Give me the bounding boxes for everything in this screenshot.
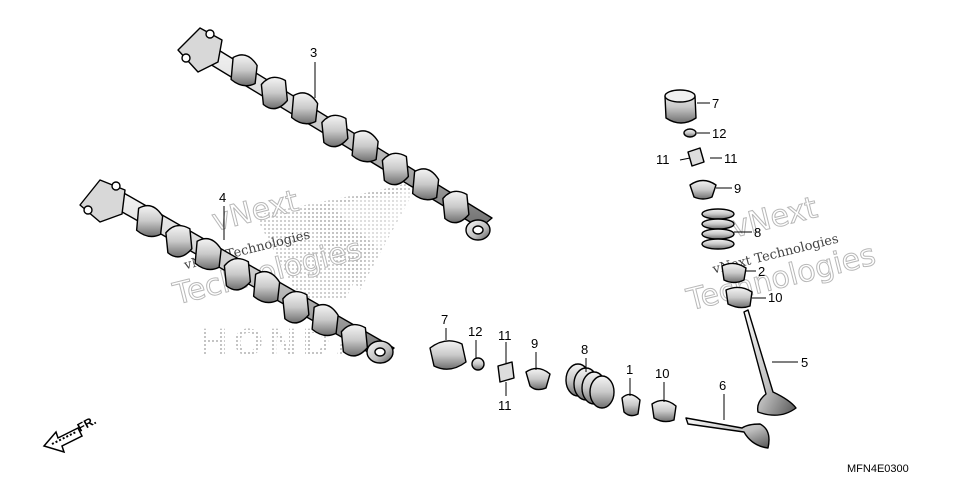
- cam-lobe-lower-5: [252, 270, 281, 304]
- cam-lobe-lower-2: [165, 224, 193, 258]
- callout-3: 3: [310, 45, 317, 60]
- callout-7-right: 7: [712, 96, 719, 111]
- callout-8-right: 8: [754, 225, 761, 240]
- cam-lobe-upper-8: [442, 190, 470, 224]
- cam-lobe-upper-2: [260, 76, 289, 110]
- spring-right: [701, 208, 735, 250]
- callout-6: 6: [719, 378, 726, 393]
- seat-right: [721, 262, 747, 284]
- cam-lobe-lower-8: [340, 323, 369, 357]
- cam-lobe-lower-1: [135, 204, 164, 238]
- front-direction-arrow: [42, 426, 84, 454]
- callout-2: 2: [758, 264, 765, 279]
- seat-lower: [621, 393, 641, 417]
- callout-9-right: 9: [734, 181, 741, 196]
- callout-10-right: 10: [768, 290, 782, 305]
- honda-wing-watermark: [255, 180, 420, 300]
- cam-lobe-upper-3: [290, 92, 319, 125]
- callout-11-lower-bottom: 11: [498, 398, 512, 413]
- spring-lower: [565, 363, 615, 409]
- callout-11-left: 11: [656, 152, 670, 167]
- shim-lower: [471, 357, 485, 371]
- cam-lobe-lower-6: [282, 290, 310, 324]
- callout-8-lower: 8: [581, 342, 588, 357]
- seal-lower: [651, 399, 677, 423]
- cam-lobe-upper-7: [411, 168, 440, 201]
- callout-9-lower: 9: [531, 336, 538, 351]
- cam-lobe-lower-4: [223, 257, 252, 291]
- tappet-lower: [429, 340, 467, 370]
- camshaft-upper: [177, 27, 493, 241]
- callout-11-lower-top: 11: [498, 328, 512, 343]
- valve-intake: [685, 417, 770, 449]
- cam-lobe-upper-6: [381, 152, 410, 186]
- callout-12-right: 12: [712, 126, 726, 141]
- callout-5: 5: [801, 355, 808, 370]
- cotter-right: [687, 147, 705, 167]
- cam-lobe-lower-3: [194, 237, 222, 271]
- callout-11-right: 11: [724, 151, 738, 166]
- watermark-vnext-right: vNext: [727, 190, 821, 245]
- cotter-lower: [497, 361, 515, 383]
- diagram-code: MFN4E0300: [847, 463, 909, 475]
- cam-lobe-upper-5: [351, 130, 379, 163]
- retainer-lower: [525, 367, 551, 391]
- cam-lobe-upper-4: [321, 114, 349, 148]
- retainer-right: [689, 179, 717, 200]
- valve-parts-lower: [429, 340, 770, 449]
- valve-assembly-right: [664, 89, 797, 416]
- leader-lines: [223, 62, 798, 420]
- callout-4: 4: [219, 190, 226, 205]
- callout-1: 1: [626, 362, 633, 377]
- callout-10-lower: 10: [655, 366, 669, 381]
- camshaft-lower: [79, 179, 395, 364]
- valve-exhaust: [743, 309, 797, 416]
- callout-12-lower: 12: [468, 324, 482, 339]
- cam-lobe-lower-7: [311, 303, 339, 337]
- seal-right: [725, 286, 753, 309]
- shim-right: [683, 128, 697, 138]
- cam-lobe-upper-1: [230, 54, 258, 87]
- callout-7-lower: 7: [441, 312, 448, 327]
